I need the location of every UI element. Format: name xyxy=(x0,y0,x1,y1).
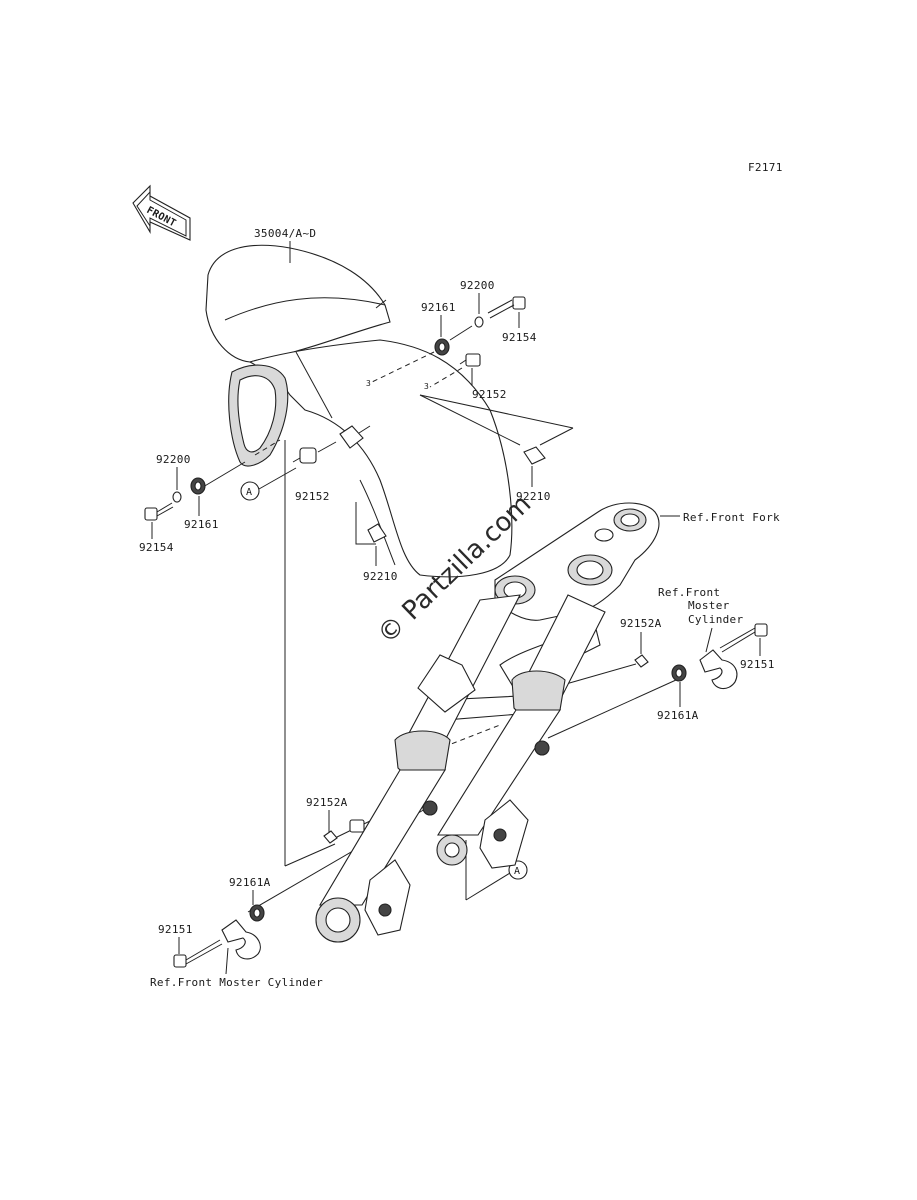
nut-lower xyxy=(367,523,387,543)
washer-left xyxy=(172,491,182,503)
callout-labels: 35004/A~D 92200 92161 92154 92152 92210 … xyxy=(139,227,775,954)
ref-master-cylinder-right-line1: Ref.Front xyxy=(658,586,720,599)
callout-spacer-a-left: 92152A xyxy=(306,796,348,809)
reference-labels: Ref.Front Fork Ref.Front Moster Cylinder… xyxy=(150,511,780,989)
nut-a-lower-left xyxy=(323,830,338,844)
callout-collar-a-left: 92161A xyxy=(229,876,271,889)
callout-collar-a-right: 92161A xyxy=(657,709,699,722)
callout-collar-left: 92161 xyxy=(184,518,219,531)
spacer-a-upper-right xyxy=(634,654,649,668)
bolt-left xyxy=(144,502,174,521)
collar-a-right xyxy=(671,664,687,682)
svg-text:3: 3 xyxy=(366,379,371,388)
callout-nut-lower: 92210 xyxy=(363,570,398,583)
bolt-top xyxy=(487,296,526,319)
callout-spacer-top: 92152 xyxy=(472,388,507,401)
front-direction-arrow: FRONT xyxy=(132,184,191,241)
callout-bolt-left: 92154 xyxy=(139,541,174,554)
bolt-lower-left xyxy=(173,939,223,968)
callout-bolt-top: 92154 xyxy=(502,331,537,344)
svg-text:3: 3 xyxy=(424,382,429,391)
collar-top xyxy=(434,338,450,356)
ref-master-cylinder-left: Ref.Front Moster Cylinder xyxy=(150,976,323,989)
collar-left xyxy=(190,477,206,495)
spacer-a-lower-left xyxy=(349,819,365,833)
nut-right xyxy=(523,446,546,465)
callout-washer-top: 92200 xyxy=(460,279,495,292)
front-fender xyxy=(205,244,513,578)
spacer-top xyxy=(459,353,481,367)
front-fork-assembly xyxy=(315,502,660,943)
clamp-right xyxy=(699,649,738,690)
callout-spacer-a-right: 92152A xyxy=(620,617,662,630)
figure-code: F2171 xyxy=(748,161,783,174)
clamp-left xyxy=(221,919,261,960)
fork-side-hardware xyxy=(173,623,768,968)
bolt-right xyxy=(719,623,768,653)
callout-bolt-right: 92151 xyxy=(740,658,775,671)
callout-bolt-lower-left: 92151 xyxy=(158,923,193,936)
callout-collar-top: 92161 xyxy=(421,301,456,314)
callout-spacer-left: 92152 xyxy=(295,490,330,503)
callout-fender: 35004/A~D xyxy=(254,227,316,240)
ref-master-cylinder-right-line2: Moster xyxy=(688,599,730,612)
circle-marker-a-upper: A xyxy=(240,481,260,501)
svg-text:A: A xyxy=(246,487,252,498)
collar-a-left xyxy=(249,904,265,922)
svg-text:A: A xyxy=(514,866,520,877)
callout-washer-left: 92200 xyxy=(156,453,191,466)
fender-hardware: 3 3 xyxy=(144,296,574,566)
callout-nut-right: 92210 xyxy=(516,490,551,503)
clip-nut-left xyxy=(339,425,364,449)
spacer-left xyxy=(292,447,317,464)
ref-front-fork: Ref.Front Fork xyxy=(683,511,780,524)
washer-top xyxy=(474,316,484,328)
ref-master-cylinder-right-line3: Cylinder xyxy=(688,613,743,626)
